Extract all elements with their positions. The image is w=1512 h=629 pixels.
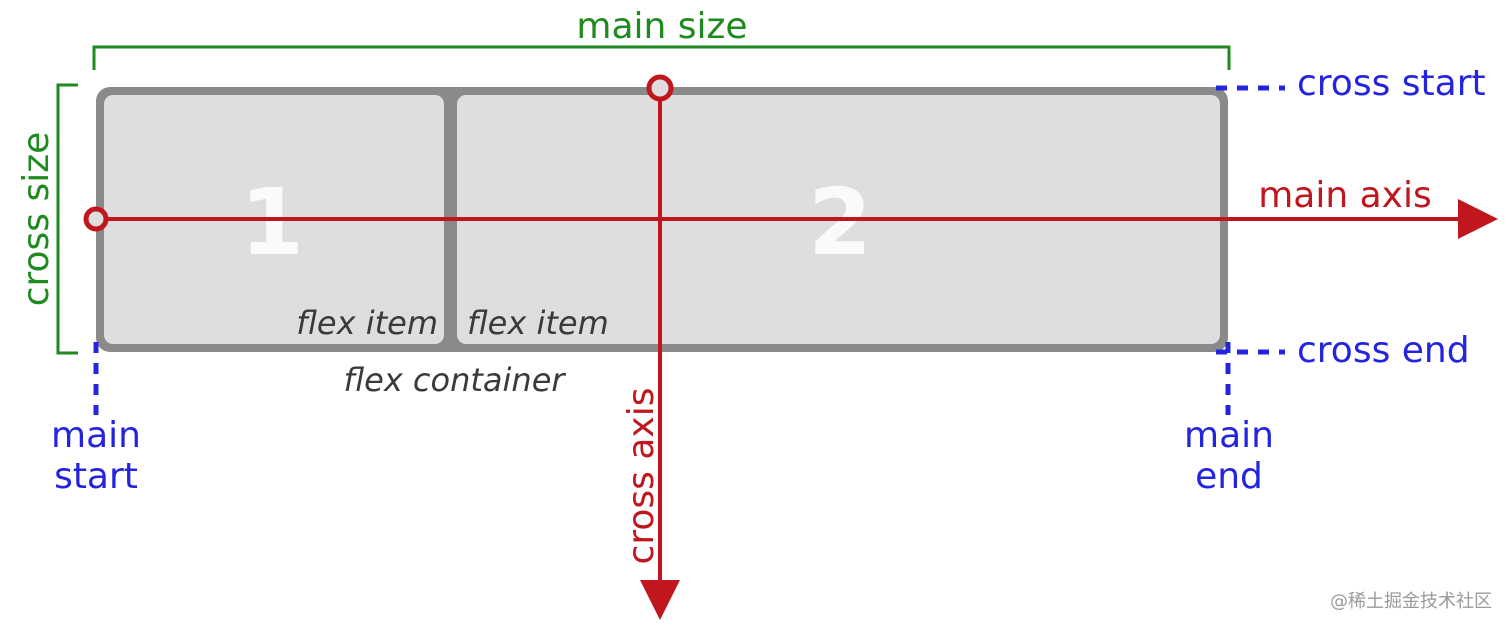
flex-item-2-number: 2 [808,169,872,276]
main-start-label-line1: main [51,415,141,456]
watermark-text: @稀土掘金技术社区 [1330,591,1492,612]
flex-container-caption: flex container [343,361,566,399]
cross-axis-label: cross axis [621,388,662,565]
flex-item-1-number: 1 [240,169,304,276]
main-axis-label: main axis [1258,175,1432,216]
cross-start-label: cross start [1297,63,1486,104]
cross-end-label: cross end [1297,330,1470,371]
main-size-bracket [92,45,1231,70]
cross-size-label: cross size [16,132,57,307]
main-axis-origin [83,206,109,232]
main-end-label-line2: end [1195,456,1263,497]
flex-item-1-caption: flex item [296,304,438,342]
main-size-label: main size [576,6,747,47]
cross-axis-origin [646,74,674,102]
cross-size-bracket [56,83,78,355]
main-start-label-line2: start [54,456,138,497]
main-end-label-line1: main [1184,415,1274,456]
flex-item-2-caption: flex item [467,304,609,342]
